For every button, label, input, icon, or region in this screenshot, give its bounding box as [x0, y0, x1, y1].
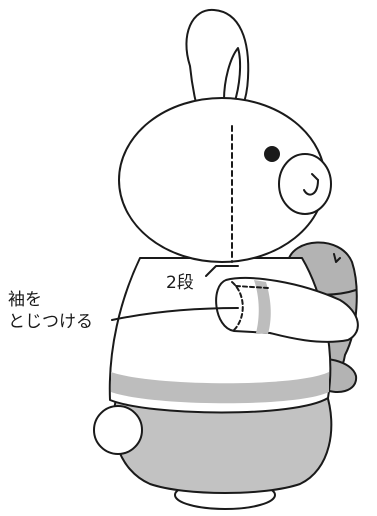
- bunny-tail: [93, 405, 143, 455]
- bunny-snout: [278, 153, 332, 215]
- bunny-nose: [311, 173, 319, 181]
- bunny-mouth: [303, 179, 319, 196]
- sleeve-label-line2: とじつける: [8, 312, 93, 332]
- sleeve-label-line1: 袖を: [8, 290, 42, 310]
- sleeve-leader-line: [111, 307, 239, 321]
- plush-toy-face: [333, 253, 341, 263]
- cuff-stripe: [254, 280, 271, 334]
- sleeve-dashed-line: [235, 285, 269, 289]
- rows-leader-line: [205, 265, 239, 277]
- sleeve-dashed-line: [231, 281, 244, 331]
- bunny-eye: [264, 146, 280, 162]
- rows-label: 2段: [166, 273, 194, 293]
- shirt-stripe: [111, 372, 329, 404]
- bunny-arm: [215, 277, 359, 343]
- bunny-ear-inner: [223, 47, 242, 105]
